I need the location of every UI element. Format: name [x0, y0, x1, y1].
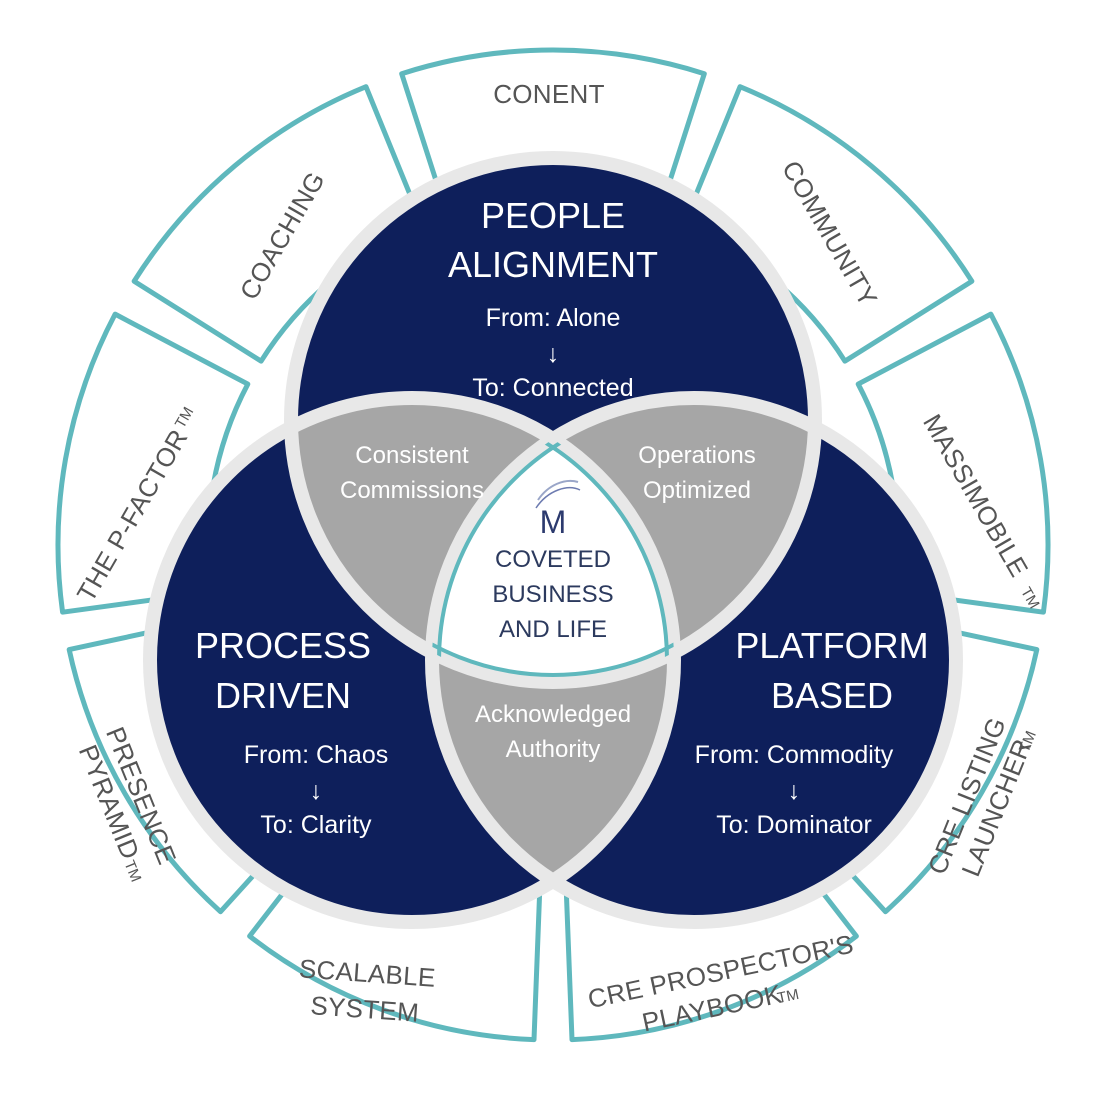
logo-letter: M — [540, 504, 567, 540]
platform-based-text: PLATFORM BASED From: Commodity ↓ To: Dom… — [695, 625, 929, 839]
center-region-inner — [432, 398, 674, 682]
center-line-3: AND LIFE — [499, 616, 607, 643]
segment-cre-prospector-tm: TM — [776, 986, 801, 1007]
acknowledged-label-2: Authority — [506, 736, 601, 763]
center-content: M COVETED BUSINESS AND LIFE — [492, 480, 614, 643]
ring-segment-coaching — [131, 84, 426, 364]
circle-outlines — [143, 151, 963, 929]
platform-from: From: Commodity — [695, 741, 894, 769]
platform-to: To: Dominator — [716, 811, 872, 839]
outline-process — [143, 391, 681, 929]
segment-cre-listing-tm: TM — [1016, 729, 1040, 755]
segment-scalable-label-2: SYSTEM — [310, 990, 421, 1028]
platform-arrow-icon: ↓ — [788, 777, 801, 805]
consistent-label-1: Consistent — [355, 442, 469, 469]
process-title-1: PROCESS — [195, 625, 371, 666]
people-arrow-icon: ↓ — [547, 340, 560, 368]
operations-label-2: Optimized — [643, 477, 751, 504]
outline-platform — [425, 391, 963, 929]
process-driven-text: PROCESS DRIVEN From: Chaos ↓ To: Clarity — [195, 625, 388, 839]
center-accent-top — [432, 398, 674, 677]
acknowledged-label-1: Acknowledged — [475, 701, 631, 728]
people-from: From: Alone — [486, 304, 621, 332]
overlap-labels: Consistent Commissions Operations Optimi… — [340, 442, 756, 763]
operations-label-1: Operations — [638, 442, 755, 469]
center-region-group — [432, 398, 674, 682]
process-to: To: Clarity — [260, 811, 372, 839]
center-line-1: COVETED — [495, 546, 611, 573]
center-region — [432, 398, 674, 682]
center-line-2: BUSINESS — [492, 581, 613, 608]
platform-title-1: PLATFORM — [735, 625, 928, 666]
platform-title-2: BASED — [771, 675, 893, 716]
process-from: From: Chaos — [244, 741, 388, 769]
people-title-2: ALIGNMENT — [448, 244, 658, 285]
m-logo-icon: M — [535, 480, 581, 540]
segment-presence-tm: TM — [120, 858, 144, 884]
people-to: To: Connected — [472, 374, 633, 402]
segment-conent-label: CONENT — [493, 79, 605, 109]
consistent-label-2: Commissions — [340, 477, 484, 504]
people-title-1: PEOPLE — [481, 195, 625, 236]
process-title-2: DRIVEN — [215, 675, 351, 716]
people-alignment-text: PEOPLE ALIGNMENT From: Alone ↓ To: Conne… — [448, 195, 658, 402]
process-arrow-icon: ↓ — [310, 777, 323, 805]
